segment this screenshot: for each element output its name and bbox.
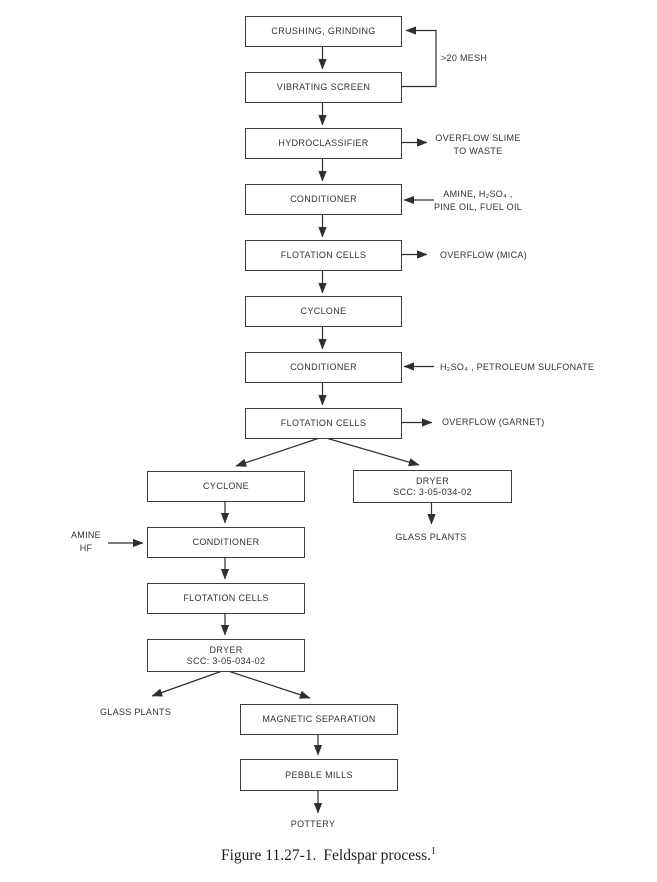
node-label: HYDROCLASSIFIER	[278, 138, 369, 148]
node-label: FLOTATION CELLS	[183, 593, 269, 603]
annotation-line: HF	[79, 542, 93, 553]
node-vibrating-screen: VIBRATING SCREEN	[245, 72, 402, 103]
node-label: CRUSHING, GRINDING	[271, 26, 376, 36]
node-label: DRYER	[209, 644, 243, 655]
figure-number: Figure 11.27-1.	[220, 847, 317, 864]
annotation-amine-hf: AMINE HF	[62, 529, 110, 554]
node-label: FLOTATION CELLS	[280, 418, 367, 428]
node-label: FLOTATION CELLS	[280, 250, 367, 260]
annotation-overflow-mica: OVERFLOW (MICA)	[440, 250, 527, 260]
annotation-line: AMINE, H₂SO₄ ,	[443, 189, 513, 199]
arrow-flotation2-to-cyclone2	[235, 436, 323, 467]
node-label: DRYER	[415, 475, 450, 486]
annotation-line: OVERFLOW SLIME	[435, 133, 521, 143]
node-label: CONDITIONER	[192, 537, 260, 547]
annotation-pottery: POTTERY	[290, 819, 336, 829]
annotation-glass-plants-left: GLASS PLANTS	[100, 707, 172, 717]
arrow-dryer2-to-glass-plants	[151, 669, 226, 697]
flow-connectors	[108, 26, 437, 814]
annotation-amine-reagents: AMINE, H₂SO₄ , PINE OIL, FUEL OIL	[432, 188, 524, 213]
node-flotation-cells-2: FLOTATION CELLS	[245, 408, 402, 439]
node-label: VIBRATING SCREEN	[276, 82, 371, 92]
node-label: CONDITIONER	[290, 194, 357, 204]
figure-reference-superscript: 1	[431, 845, 437, 857]
node-scc-code: SCC: 3-05-034-02	[393, 486, 472, 497]
node-flotation-cells-3: FLOTATION CELLS	[147, 583, 305, 614]
node-label: PEBBLE MILLS	[285, 769, 353, 780]
annotation-line: AMINE	[70, 530, 101, 540]
node-hydroclassifier: HYDROCLASSIFIER	[245, 128, 402, 159]
node-label: CONDITIONER	[290, 362, 357, 372]
node-label: CYCLONE	[300, 306, 347, 316]
node-label: MAGNETIC SEPARATION	[262, 714, 376, 724]
arrow-dryer2-to-magnetic	[224, 669, 311, 699]
figure-title: Feldspar process.	[323, 847, 432, 864]
node-dryer-1: DRYER SCC: 3-05-034-02	[353, 470, 512, 503]
node-crushing-grinding: CRUSHING, GRINDING	[245, 16, 402, 47]
annotation-mesh-recycle: >20 MESH	[441, 53, 488, 63]
node-cyclone-1: CYCLONE	[245, 296, 402, 327]
node-scc-code: SCC: 3-05-034-02	[186, 655, 266, 666]
annotation-line: TO WASTE	[453, 145, 503, 156]
annotation-sulfonate-reagent: H₂SO₄ , PETROLEUM SULFONATE	[440, 362, 595, 372]
node-cyclone-2: CYCLONE	[147, 471, 305, 502]
annotation-overflow-slime: OVERFLOW SLIME TO WASTE	[430, 132, 526, 157]
node-flotation-cells-1: FLOTATION CELLS	[245, 240, 402, 271]
node-conditioner-3: CONDITIONER	[147, 527, 305, 558]
arrow-flotation2-to-dryer1	[322, 436, 420, 467]
figure-caption: Figure 11.27-1. Feldspar process.1	[0, 845, 657, 865]
node-pebble-mills: PEBBLE MILLS	[240, 759, 398, 791]
annotation-overflow-garnet: OVERFLOW (GARNET)	[442, 417, 545, 427]
annotation-glass-plants-right: GLASS PLANTS	[395, 532, 467, 542]
node-dryer-2: DRYER SCC: 3-05-034-02	[147, 639, 305, 672]
arrow-recycle-mesh	[400, 26, 437, 88]
node-conditioner-1: CONDITIONER	[245, 184, 402, 215]
node-conditioner-2: CONDITIONER	[245, 352, 402, 383]
annotation-line: PINE OIL, FUEL OIL	[433, 201, 523, 212]
node-magnetic-separation: MAGNETIC SEPARATION	[240, 704, 398, 735]
node-label: CYCLONE	[203, 481, 249, 491]
